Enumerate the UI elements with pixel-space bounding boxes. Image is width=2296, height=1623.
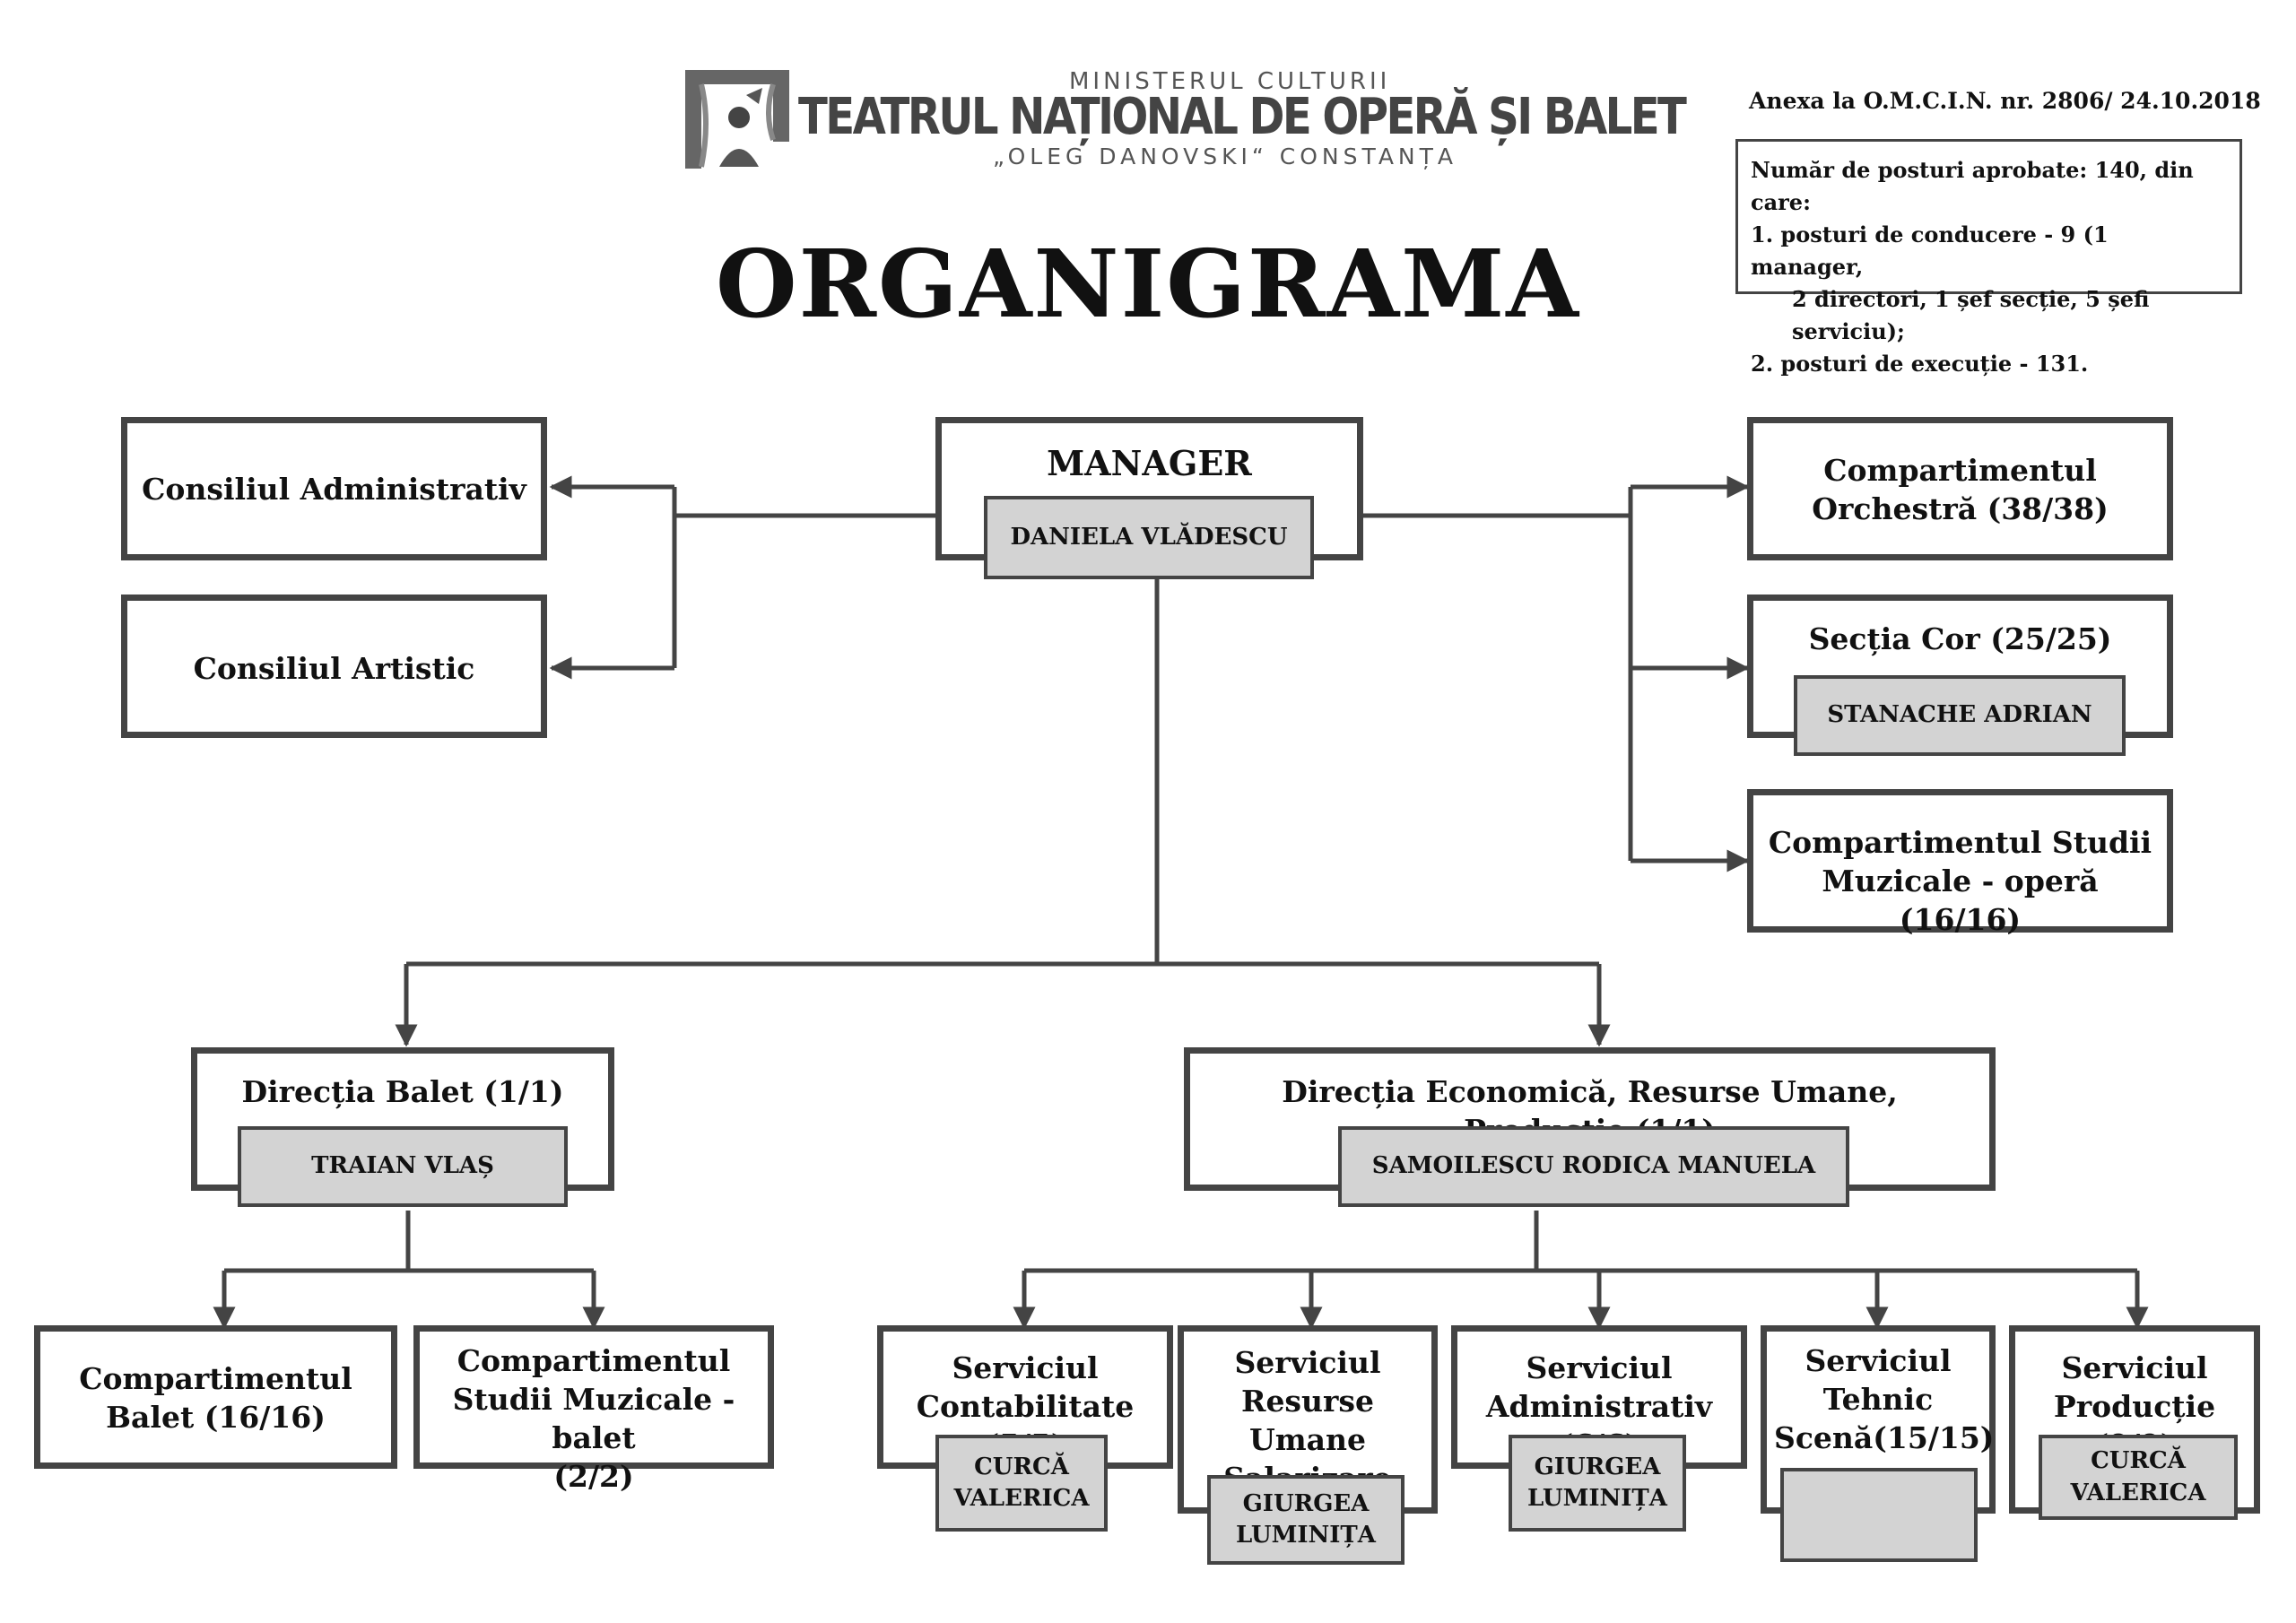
studii-balet-line1: Compartimentul xyxy=(457,1343,731,1378)
sectia-cor-head: STANACHE ADRIAN xyxy=(1794,675,2126,756)
orchestra-label-line2: Orchestră (38/38) xyxy=(1812,490,2109,526)
contabilitate-head: CURCĂ VALERICA xyxy=(935,1435,1108,1532)
resurse-umane-line1: Serviciul xyxy=(1234,1345,1381,1380)
directia-economica-head: SAMOILESCU RODICA MANUELA xyxy=(1338,1126,1849,1207)
compartimentul-studii-opera-box: Compartimentul Studii Muzicale - operă (… xyxy=(1747,789,2173,937)
posts-box: Număr de posturi aprobate: 140, din care… xyxy=(1735,139,2242,377)
theatre-logo: MINISTERUL CULTURII TEATRUL NAȚIONAL DE … xyxy=(683,68,1687,176)
administrativ-head-line1: GIURGEA xyxy=(1534,1453,1661,1480)
consiliul-administrativ-label: Consiliul Administrativ xyxy=(142,472,526,507)
ministry-label: MINISTERUL CULTURII xyxy=(1069,68,1391,95)
resurse-umane-head: GIURGEA LUMINIȚA xyxy=(1207,1475,1405,1565)
sectia-cor-label: Secția Cor (25/25) xyxy=(1808,621,2112,656)
page-title: ORGANIGRAMA xyxy=(716,229,1580,339)
contabilitate-head-line2: VALERICA xyxy=(953,1485,1090,1512)
manager-title: MANAGER xyxy=(1047,443,1252,483)
resurse-umane-line2: Resurse Umane xyxy=(1241,1383,1374,1457)
studii-balet-line3: (2/2) xyxy=(553,1458,634,1494)
administrativ-line1: Serviciul xyxy=(1526,1350,1673,1385)
tehnic-line1: Serviciul xyxy=(1805,1343,1952,1378)
posts-line-1: Număr de posturi aprobate: 140, din care… xyxy=(1751,157,2194,215)
tehnic-line3: Scenă(15/15) xyxy=(1774,1419,1995,1455)
posts-line-3: 2 directori, 1 șef secție, 5 șefi servic… xyxy=(1792,286,2150,344)
contabilitate-line1: Serviciul xyxy=(952,1350,1099,1385)
theatre-emblem-icon xyxy=(685,70,789,169)
comp-balet-line2: Balet (16/16) xyxy=(106,1399,326,1435)
comp-balet-line1: Compartimentul xyxy=(79,1361,352,1396)
manager-name: DANIELA VLĂDESCU xyxy=(984,496,1314,579)
directia-balet-label: Direcția Balet (1/1) xyxy=(241,1074,564,1109)
tehnic-head-empty xyxy=(1780,1468,1978,1562)
compartimentul-orchestra-box: Compartimentul Orchestră (38/38) xyxy=(1747,417,2173,560)
studii-balet-line2: Studii Muzicale - balet xyxy=(452,1381,735,1455)
tehnic-line2: Tehnic xyxy=(1822,1381,1934,1417)
theatre-name: TEATRUL NAȚIONAL DE OPERĂ ȘI BALET xyxy=(798,88,1687,146)
productie-head-line2: VALERICA xyxy=(2070,1479,2206,1506)
resurse-umane-head-line2: LUMINIȚA xyxy=(1236,1522,1376,1549)
administrativ-head-line2: LUMINIȚA xyxy=(1527,1485,1667,1512)
productie-line1: Serviciul xyxy=(2061,1350,2208,1385)
directia-balet-head: TRAIAN VLAȘ xyxy=(238,1126,568,1207)
productie-head: CURCĂ VALERICA xyxy=(2039,1435,2238,1520)
consiliul-artistic-box: Consiliul Artistic xyxy=(121,595,547,738)
posts-line-4: 2. posturi de execuție - 131. xyxy=(1751,351,2089,377)
compartimentul-studii-balet-box: Compartimentul Studii Muzicale - balet (… xyxy=(413,1325,774,1494)
annex-reference: Anexa la O.M.C.I.N. nr. 2806/ 24.10.2018 xyxy=(1749,88,2261,114)
opera-label-line1: Compartimentul Studii xyxy=(1768,825,2152,860)
posts-line-2: 1. posturi de conducere - 9 (1 manager, xyxy=(1751,221,2109,280)
consiliul-administrativ-box: Consiliul Administrativ xyxy=(121,417,547,560)
theatre-subtitle: „OLEG DANOVSKI“ CONSTANȚA xyxy=(993,143,1458,169)
opera-label-line2: Muzicale - operă (16/16) xyxy=(1822,863,2099,937)
productie-head-line1: CURCĂ xyxy=(2091,1447,2186,1475)
administrativ-head: GIURGEA LUMINIȚA xyxy=(1509,1435,1686,1532)
orchestra-label-line1: Compartimentul xyxy=(1823,453,2097,488)
consiliul-artistic-label: Consiliul Artistic xyxy=(193,651,475,686)
contabilitate-head-line1: CURCĂ xyxy=(974,1453,1069,1480)
resurse-umane-head-line1: GIURGEA xyxy=(1242,1489,1370,1517)
compartimentul-balet-box: Compartimentul Balet (16/16) xyxy=(34,1325,397,1469)
